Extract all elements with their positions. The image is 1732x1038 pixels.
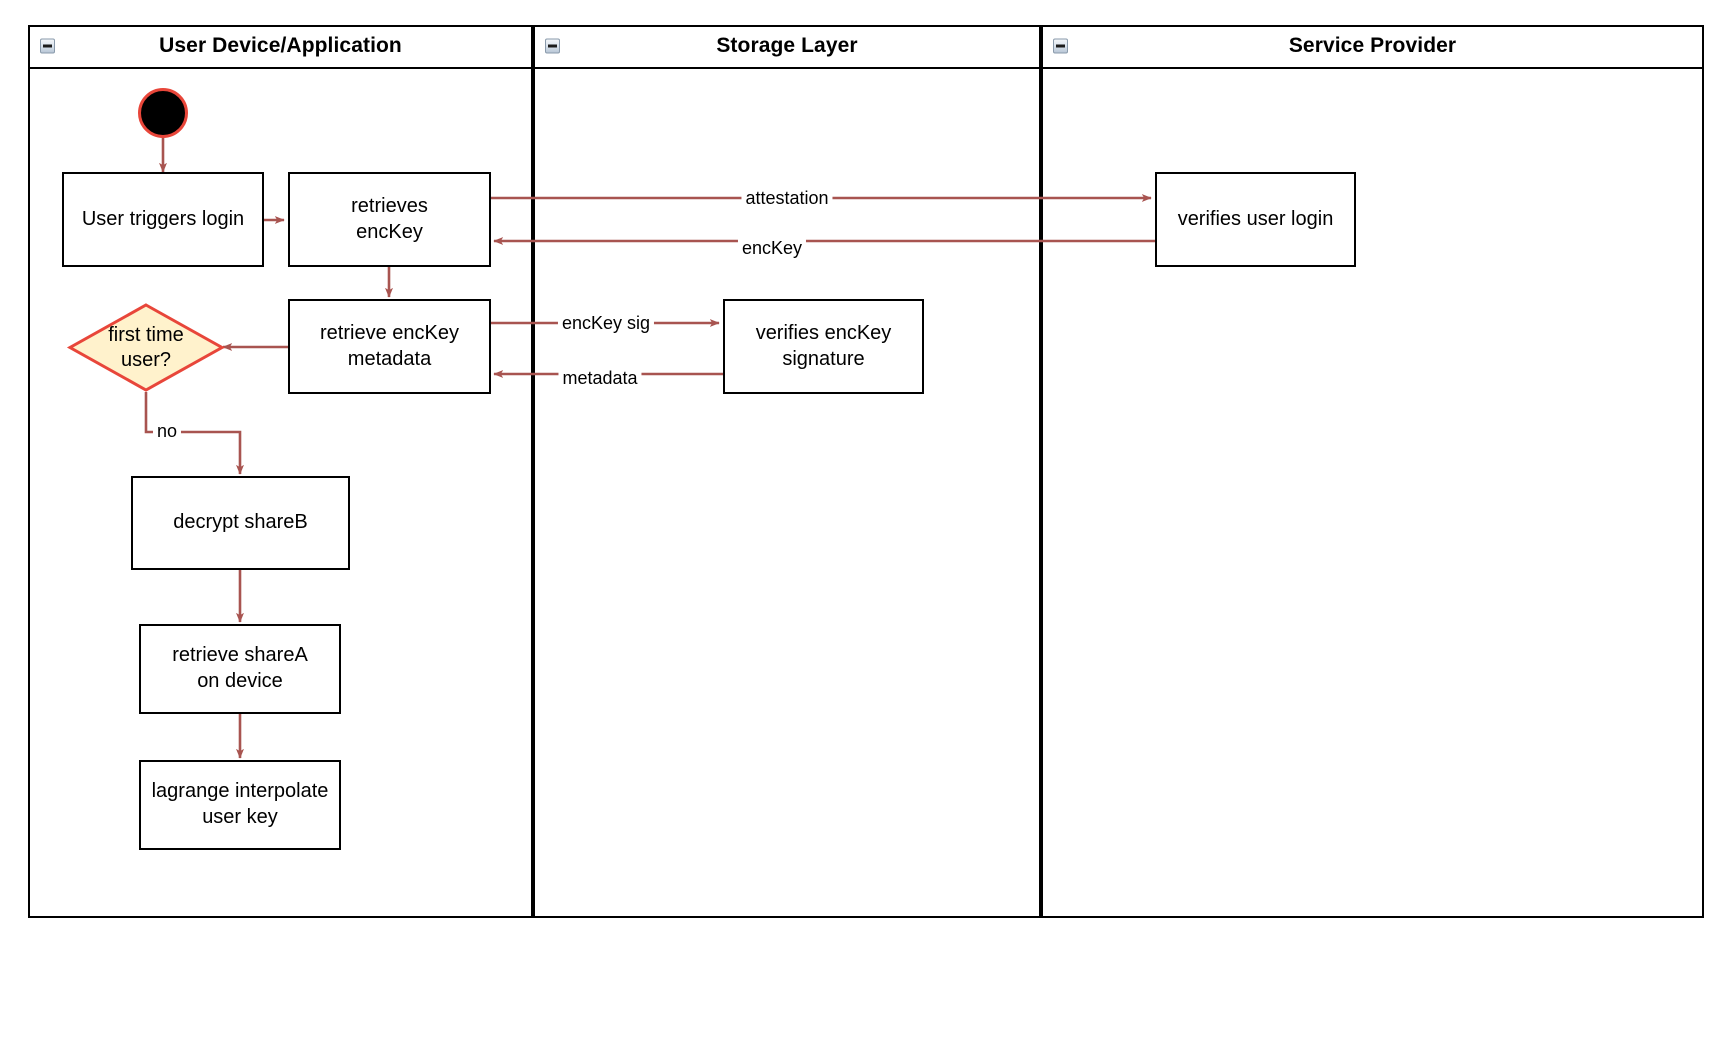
node-verifies-user-login[interactable]: verifies user login (1155, 172, 1356, 267)
edge-label-enckey: encKey (737, 239, 807, 257)
lane-title-user-device: User Device/Application (159, 34, 402, 57)
node-lagrange-interpolate-user-key[interactable]: lagrange interpolate user key (139, 760, 341, 850)
collapse-minus-icon[interactable] (40, 38, 55, 54)
node-label: User triggers login (81, 207, 245, 230)
start-node[interactable] (138, 88, 188, 138)
lane-title-service-provider: Service Provider (1288, 34, 1457, 57)
node-verifies-enckey-signature[interactable]: verifies encKey signature (723, 299, 924, 394)
collapse-minus-icon[interactable] (545, 38, 560, 54)
decision-diamond-shape (66, 303, 226, 392)
node-first-time-user[interactable]: first time user? (66, 303, 226, 392)
node-label: lagrange interpolate user key (151, 780, 329, 828)
edge-label-enckey-sig: encKey sig (557, 314, 655, 332)
lane-header-storage-layer[interactable]: Storage Layer (533, 25, 1041, 69)
edge-label-metadata: metadata (558, 369, 642, 387)
node-retrieve-enckey-metadata[interactable]: retrieve encKey metadata (288, 299, 491, 394)
lane-header-user-device[interactable]: User Device/Application (28, 25, 533, 69)
node-label: verifies encKey signature (755, 321, 892, 370)
node-label: retrieve shareA on device (172, 644, 308, 692)
node-user-triggers-login[interactable]: User triggers login (62, 172, 264, 267)
node-label: verifies user login (1177, 207, 1334, 230)
edge-label-no: no (152, 422, 182, 440)
edge-label-attestation: attestation (741, 189, 833, 207)
lane-service-provider[interactable] (1041, 25, 1704, 918)
node-retrieve-sharea-on-device[interactable]: retrieve shareA on device (139, 624, 341, 714)
collapse-minus-icon[interactable] (1053, 38, 1068, 54)
node-label: retrieves encKey (351, 194, 428, 243)
node-label: retrieve encKey metadata (320, 321, 459, 370)
lane-header-service-provider[interactable]: Service Provider (1041, 25, 1704, 69)
node-retrieves-enckey[interactable]: retrieves encKey (288, 172, 491, 267)
node-label: decrypt shareB (173, 511, 308, 534)
lane-title-storage-layer: Storage Layer (716, 34, 858, 57)
node-decrypt-shareb[interactable]: decrypt shareB (131, 476, 350, 570)
lane-storage-layer[interactable] (533, 25, 1041, 918)
